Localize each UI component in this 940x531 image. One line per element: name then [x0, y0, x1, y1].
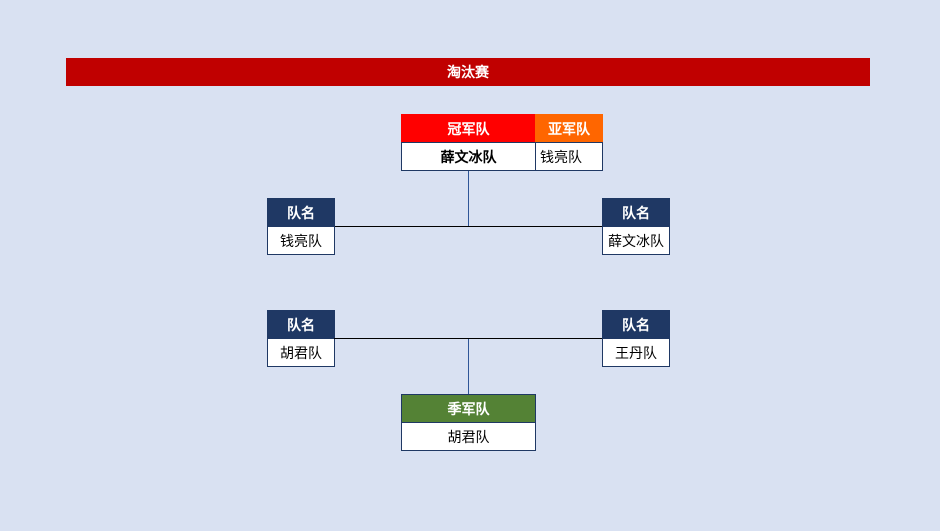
champion-team-name[interactable]: 薛文冰队 [401, 142, 536, 171]
bracket-title: 淘汰赛 [66, 58, 870, 86]
final-right-team-header: 队名 [602, 198, 670, 227]
third-match-left-team-name[interactable]: 胡君队 [267, 338, 335, 367]
final-left-team-name[interactable]: 钱亮队 [267, 226, 335, 255]
final-connector-vertical [468, 171, 469, 227]
final-connector-horizontal [334, 226, 602, 227]
third-match-right-team-name[interactable]: 王丹队 [602, 338, 670, 367]
third-connector-vertical [468, 339, 469, 395]
third-match-right-team-header: 队名 [602, 310, 670, 339]
final-left-team-header: 队名 [267, 198, 335, 227]
third-place-header: 季军队 [401, 394, 536, 423]
runner-up-team-name[interactable]: 钱亮队 [535, 142, 603, 171]
runner-up-header: 亚军队 [535, 114, 603, 143]
third-connector-horizontal [334, 338, 602, 339]
final-right-team-name[interactable]: 薛文冰队 [602, 226, 670, 255]
third-match-left-team-header: 队名 [267, 310, 335, 339]
champion-header: 冠军队 [401, 114, 536, 143]
third-place-team-name[interactable]: 胡君队 [401, 422, 536, 451]
